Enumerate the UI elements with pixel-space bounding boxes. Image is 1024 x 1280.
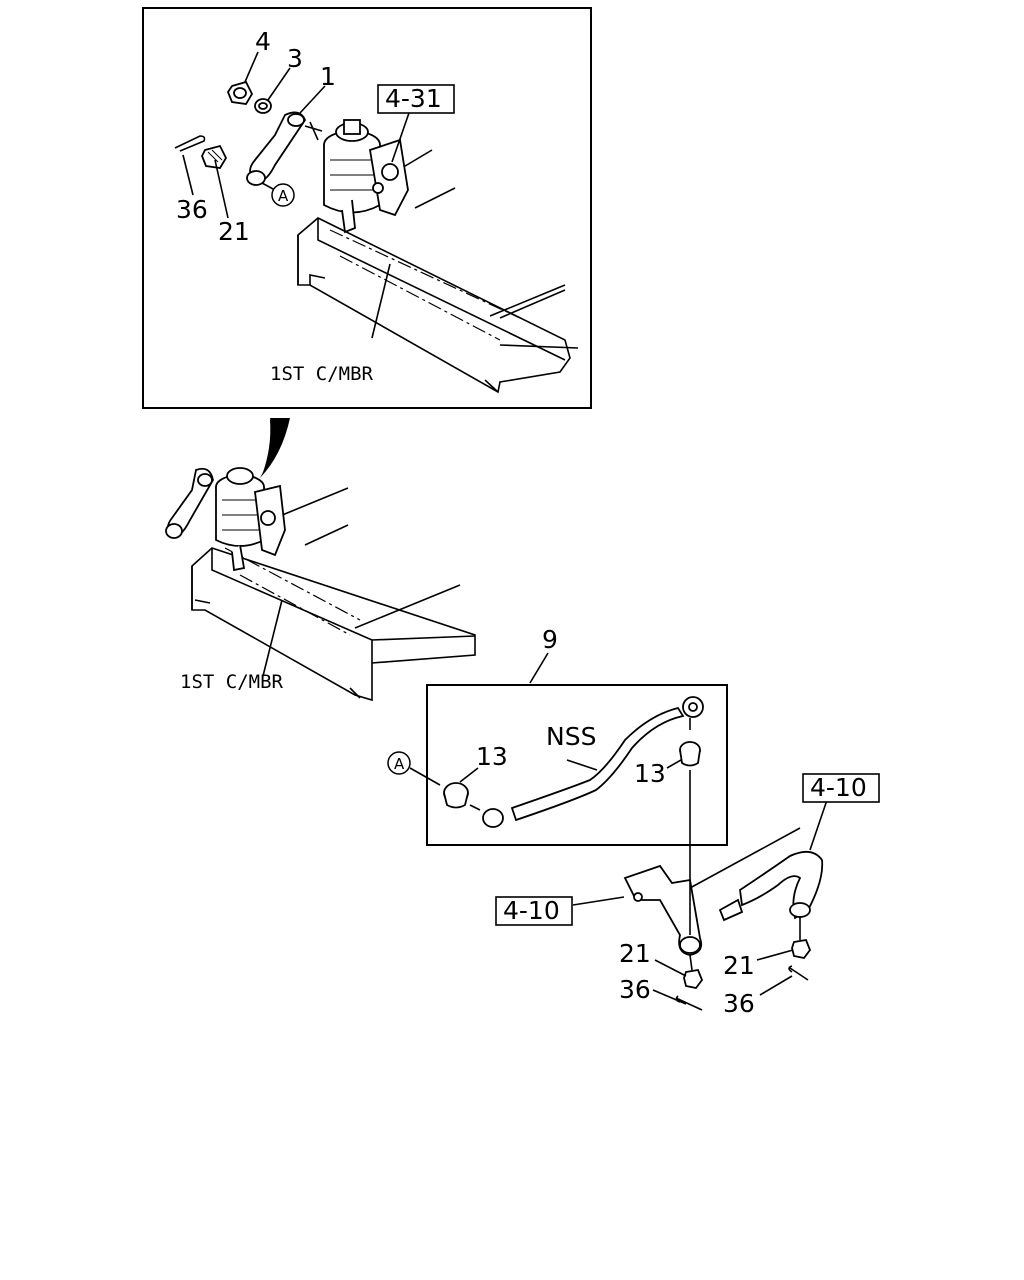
cotter-pin-36-top	[174, 135, 206, 152]
ref-4-10-right: 4-10	[810, 773, 867, 802]
castle-nut-21-top	[201, 144, 228, 169]
dust-cover-13-right	[679, 741, 701, 767]
crossmember-mid	[191, 487, 476, 702]
crossmember-top	[297, 149, 579, 394]
callout-13-left: 13	[476, 742, 508, 771]
callout-36-left: 36	[619, 975, 651, 1004]
lock-washer-3	[254, 98, 272, 114]
steering-gearbox-mid	[165, 467, 286, 572]
steering-gearbox-top	[323, 119, 409, 234]
callout-21-right: 21	[723, 951, 755, 980]
knuckle-arm-left	[623, 770, 703, 971]
castle-nut-21-left	[683, 968, 704, 989]
ref-4-31: 4-31	[385, 84, 442, 113]
drag-link-box: 9 13 NSS 13	[387, 625, 728, 846]
ref-4-10-left: 4-10	[503, 896, 560, 925]
nut-4	[226, 80, 254, 105]
callout-4: 4	[255, 27, 271, 56]
callout-36-top: 36	[176, 195, 208, 224]
callout-13-right: 13	[634, 759, 666, 788]
label-1st-crossmember-mid: 1ST C/MBR	[180, 671, 284, 693]
detail-inset: 4 3 1 36 21 A 4-31 1ST C/MBR	[142, 7, 592, 409]
callout-3: 3	[287, 44, 303, 73]
callout-1: 1	[320, 62, 336, 91]
dust-cover-13-left	[443, 782, 469, 809]
callout-A-bottom: A	[394, 755, 405, 773]
pitman-arm-top	[246, 111, 323, 186]
label-1st-crossmember-top: 1ST C/MBR	[270, 363, 374, 385]
drag-link-rod	[469, 696, 704, 828]
callout-36-right: 36	[723, 989, 755, 1018]
callout-21-left: 21	[619, 939, 651, 968]
knuckle-arm-right	[689, 827, 824, 940]
callout-A-top: A	[278, 187, 289, 205]
callout-nss: NSS	[546, 722, 596, 751]
callout-21-top: 21	[218, 217, 250, 246]
cotter-pin-36-right	[788, 965, 809, 981]
callout-9: 9	[542, 625, 558, 654]
cotter-pin-36-left	[675, 995, 703, 1011]
castle-nut-21-right	[791, 938, 812, 959]
